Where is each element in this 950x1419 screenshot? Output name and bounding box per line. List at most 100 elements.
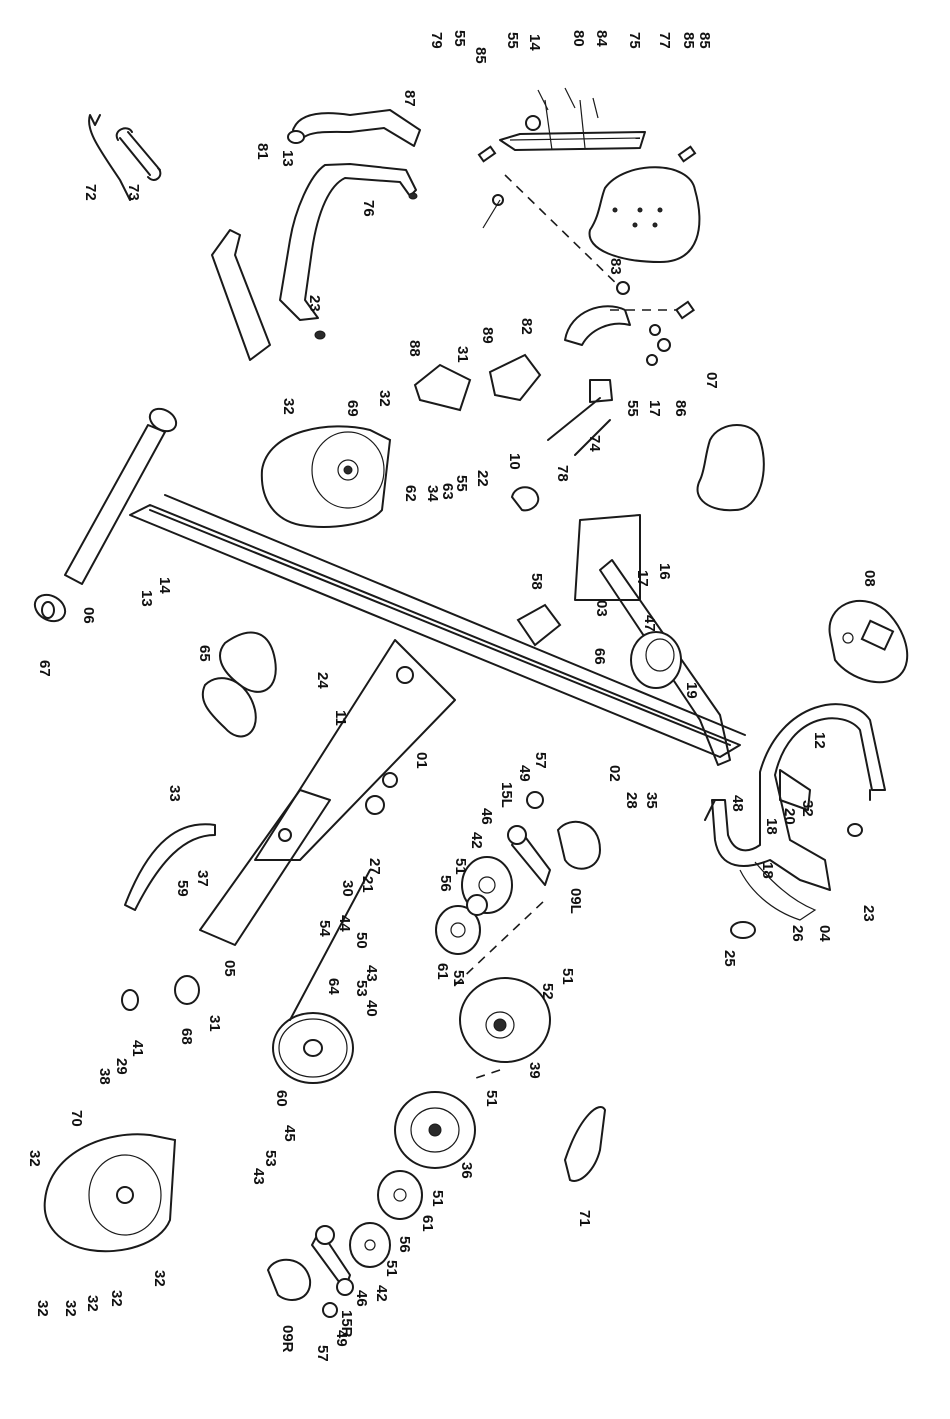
label-53: 53 <box>262 1150 279 1167</box>
label-23: 23 <box>306 295 323 312</box>
label-17: 17 <box>646 400 663 417</box>
label-38: 38 <box>96 1068 113 1085</box>
label-18: 18 <box>759 862 776 879</box>
label-41: 41 <box>129 1040 146 1057</box>
label-53: 53 <box>353 980 370 997</box>
front-handlebar-04 <box>704 703 886 921</box>
label-42: 42 <box>373 1285 390 1302</box>
label-51: 51 <box>452 858 469 875</box>
label-74: 74 <box>586 435 603 452</box>
label-84: 84 <box>593 30 610 47</box>
label-44: 44 <box>336 915 353 932</box>
label-51: 51 <box>383 1260 400 1277</box>
label-88: 88 <box>406 340 423 357</box>
side-cover-69 <box>260 425 392 528</box>
label-51: 51 <box>483 1090 500 1107</box>
label-14: 14 <box>526 34 543 51</box>
label-23: 23 <box>860 905 877 922</box>
seat-post-bracket <box>547 305 631 456</box>
hardware-small <box>477 87 697 366</box>
label-63: 63 <box>439 483 456 500</box>
label-27: 27 <box>366 858 383 875</box>
label-09L: 09L <box>567 888 584 914</box>
seat-dashed-guide <box>504 174 626 293</box>
label-34: 34 <box>424 485 441 502</box>
label-69: 69 <box>344 400 361 417</box>
end-cap-23 <box>847 823 863 837</box>
computer-console-08 <box>828 600 909 684</box>
label-73: 73 <box>125 184 142 201</box>
bracket-58 <box>516 603 562 647</box>
label-04: 04 <box>816 925 833 942</box>
label-01: 01 <box>413 752 430 769</box>
label-43: 43 <box>250 1168 267 1185</box>
label-51: 51 <box>429 1190 446 1207</box>
label-51: 51 <box>450 970 467 987</box>
label-61: 61 <box>419 1215 436 1232</box>
label-85: 85 <box>696 32 713 49</box>
label-87: 87 <box>401 90 418 107</box>
label-60: 60 <box>273 1090 290 1107</box>
label-70: 70 <box>68 1110 85 1127</box>
seat-rail-assembly <box>499 99 646 151</box>
label-28: 28 <box>623 792 640 809</box>
label-09R: 09R <box>279 1325 296 1353</box>
label-81: 81 <box>254 143 271 160</box>
label-32: 32 <box>376 390 393 407</box>
seat-cushion-07 <box>696 424 765 512</box>
label-11: 11 <box>332 710 349 726</box>
label-19: 19 <box>683 682 700 699</box>
label-47: 47 <box>641 615 658 632</box>
label-83: 83 <box>607 258 624 275</box>
seat-cushion <box>588 166 701 264</box>
label-76: 76 <box>360 200 377 217</box>
label-89: 89 <box>479 327 496 344</box>
label-32: 32 <box>108 1290 125 1307</box>
label-31: 31 <box>206 1015 223 1032</box>
label-16: 16 <box>656 563 673 580</box>
label-49: 49 <box>333 1330 350 1347</box>
label-54: 54 <box>316 920 333 937</box>
label-85: 85 <box>472 47 489 64</box>
label-58: 58 <box>528 573 545 590</box>
pulley-39 <box>459 977 551 1063</box>
grip-25 <box>730 921 756 939</box>
knob-10 <box>510 486 540 512</box>
label-49: 49 <box>516 765 533 782</box>
end-cap-68 <box>174 975 200 1005</box>
drive-belts-65 <box>201 631 277 738</box>
label-25: 25 <box>721 950 738 967</box>
label-72: 72 <box>82 184 99 201</box>
label-02: 02 <box>606 765 623 782</box>
tension-knob-47 <box>630 631 682 689</box>
label-56: 56 <box>437 875 454 892</box>
label-61: 61 <box>434 963 451 980</box>
label-32: 32 <box>34 1300 51 1317</box>
label-82: 82 <box>518 318 535 335</box>
label-78: 78 <box>554 465 571 482</box>
label-62: 62 <box>402 485 419 502</box>
label-71: 71 <box>576 1210 593 1227</box>
label-46: 46 <box>353 1290 370 1307</box>
label-29: 29 <box>113 1058 130 1075</box>
label-86: 86 <box>672 400 689 417</box>
label-37: 37 <box>194 870 211 887</box>
crank-left <box>507 791 602 886</box>
label-80: 80 <box>570 30 587 47</box>
magnetic-disc-36 <box>394 1091 476 1169</box>
label-08: 08 <box>861 570 878 587</box>
label-68: 68 <box>178 1028 195 1045</box>
label-32: 32 <box>84 1295 101 1312</box>
label-03: 03 <box>593 600 610 617</box>
tools <box>88 114 162 201</box>
label-50: 50 <box>353 932 370 949</box>
label-26: 26 <box>789 925 806 942</box>
label-46: 46 <box>478 808 495 825</box>
label-07: 07 <box>703 372 720 389</box>
end-cap-41 <box>121 989 139 1011</box>
back-handle-bars <box>211 109 421 361</box>
label-55: 55 <box>451 30 468 47</box>
label-32: 32 <box>280 398 297 415</box>
label-52: 52 <box>539 983 556 1000</box>
